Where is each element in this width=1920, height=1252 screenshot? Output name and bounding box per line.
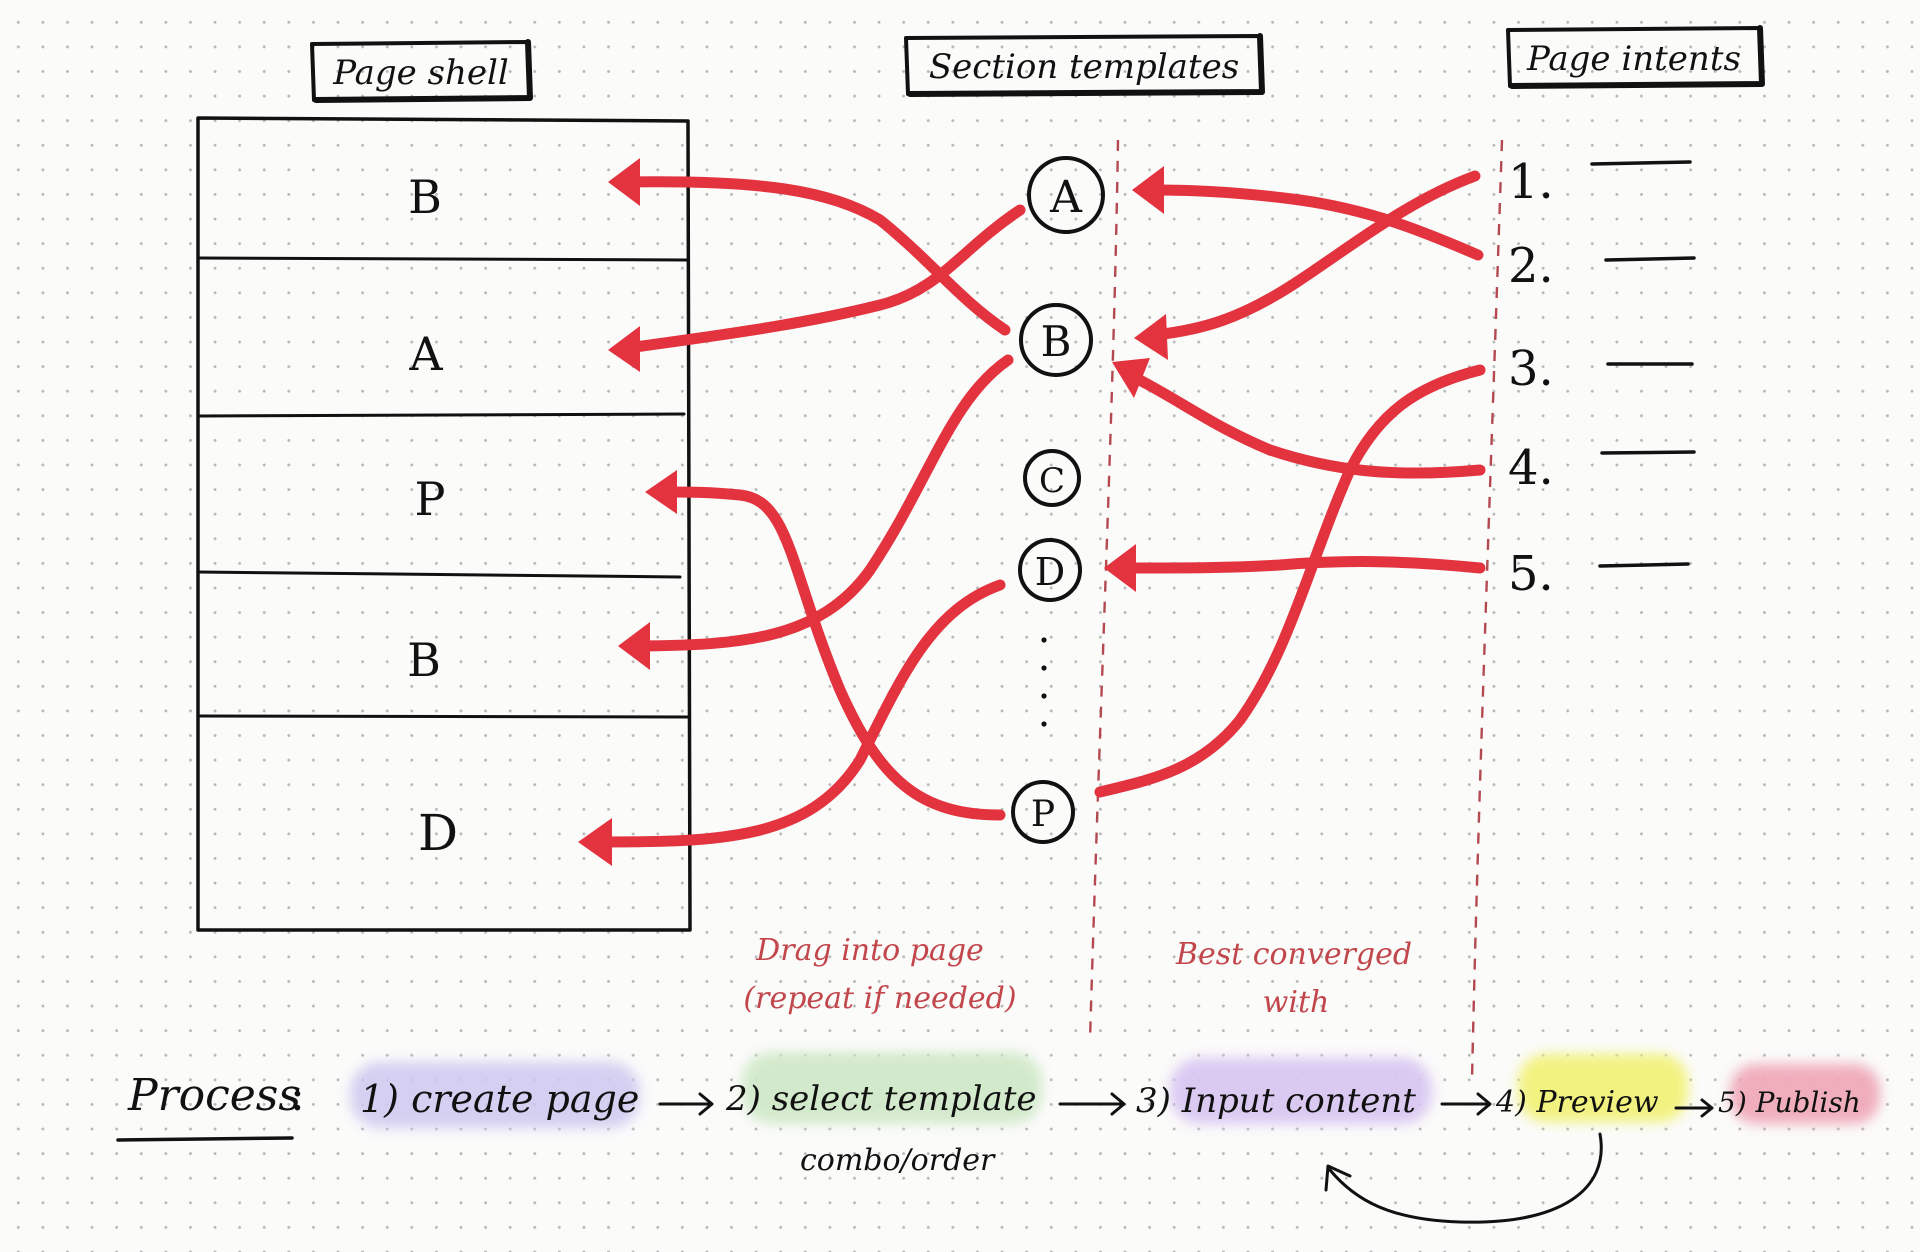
template-circle bbox=[1023, 449, 1081, 507]
template-circle bbox=[1019, 303, 1093, 377]
arrowhead bbox=[578, 818, 612, 866]
intent-blank-line bbox=[1604, 256, 1696, 262]
heading-section-templates-text: Section templates bbox=[929, 47, 1239, 87]
ellipsis-dots bbox=[1041, 637, 1047, 727]
process-step-1: 1) create page bbox=[360, 1077, 639, 1121]
heading-page-shell: Page shell bbox=[310, 39, 533, 103]
intent-number: 4. bbox=[1508, 440, 1554, 496]
arrow-intent-1-to-template-a bbox=[1149, 170, 1481, 341]
process-underline bbox=[116, 1136, 294, 1142]
arrow-intent-4-to-template-b bbox=[1124, 369, 1486, 479]
dashed-divider-right bbox=[1470, 139, 1504, 1081]
arrowhead bbox=[1134, 314, 1168, 360]
template-label: P bbox=[1031, 794, 1055, 835]
arrow-template-a-to-shell-a bbox=[622, 204, 1026, 354]
arrow-right-icon bbox=[1674, 1098, 1714, 1118]
intent-blank-line bbox=[1600, 450, 1696, 455]
arrow-template-d-to-shell-d bbox=[594, 579, 1006, 848]
intent-number: 3. bbox=[1508, 341, 1554, 397]
process-step-2: 2) select template bbox=[725, 1079, 1037, 1119]
template-circle bbox=[1011, 780, 1075, 844]
section-templates: A B C D P bbox=[1011, 156, 1105, 844]
page-shell: B A P B D bbox=[196, 116, 692, 932]
annotation-best: Best converged with bbox=[1175, 937, 1412, 1020]
template-label: D bbox=[1035, 550, 1065, 594]
process-label: Process bbox=[127, 1070, 301, 1121]
heading-page-intents-text: Page intents bbox=[1526, 39, 1741, 79]
arrowhead bbox=[1132, 166, 1164, 214]
arrow-right-icon bbox=[658, 1092, 714, 1116]
intent-number: 5. bbox=[1508, 546, 1554, 602]
intent-blank-line bbox=[1598, 562, 1690, 568]
highlight-step-3 bbox=[1170, 1058, 1432, 1124]
template-label: A bbox=[1049, 172, 1083, 223]
process-step-2-line2: combo/order bbox=[800, 1143, 996, 1178]
arrowhead bbox=[608, 158, 640, 206]
highlight-step-4 bbox=[1518, 1054, 1688, 1122]
loop-back-arrow bbox=[1328, 1132, 1603, 1224]
intent-number: 1. bbox=[1508, 154, 1554, 210]
connector-arrows bbox=[578, 158, 1486, 866]
template-circle bbox=[1018, 538, 1082, 602]
intent-blank-line bbox=[1590, 160, 1692, 166]
template-circle bbox=[1027, 156, 1105, 234]
annotation-drag: Drag into page (repeat if needed) bbox=[743, 933, 1016, 1016]
arrowhead bbox=[1104, 544, 1136, 592]
heading-section-templates: Section templates bbox=[904, 33, 1265, 97]
arrow-template-b-to-shell-b-lower bbox=[634, 354, 1014, 652]
intent-number: 2. bbox=[1508, 238, 1554, 294]
process-step-3: 3) Input content bbox=[1136, 1081, 1416, 1121]
arrow-intent-3-to-template-p bbox=[1094, 364, 1486, 798]
heading-page-intents: Page intents bbox=[1506, 25, 1765, 89]
arrow-intent-2-to-template-b bbox=[1149, 184, 1484, 261]
shell-section-label: B bbox=[407, 633, 441, 687]
template-label: B bbox=[1041, 317, 1072, 366]
annotation-best-line2: with bbox=[1263, 985, 1330, 1020]
shell-section-label: A bbox=[408, 327, 443, 381]
process-colon: : bbox=[290, 1070, 305, 1121]
highlight-step-5 bbox=[1730, 1064, 1880, 1124]
template-label: C bbox=[1039, 461, 1065, 501]
arrow-intent-5-to-template-d bbox=[1119, 556, 1486, 574]
heading-page-shell-text: Page shell bbox=[332, 53, 509, 93]
arrow-template-b-to-shell-b-top bbox=[622, 176, 1011, 336]
process-step-5: 5) Publish bbox=[1718, 1086, 1861, 1119]
dashed-divider-left bbox=[1088, 139, 1120, 1041]
loop-back-arrowhead bbox=[1324, 1164, 1352, 1192]
highlight-step-2 bbox=[742, 1052, 1042, 1124]
process-step-4: 4) Preview bbox=[1495, 1085, 1659, 1120]
shell-section-label: B bbox=[408, 170, 442, 224]
page-intents: 1. 2. 3. 4. 5. bbox=[1508, 154, 1696, 602]
arrowhead bbox=[645, 470, 677, 514]
arrow-template-p-to-shell-p bbox=[659, 486, 1006, 821]
arrowhead bbox=[618, 622, 650, 670]
process-flow: Process : 1) create page 2) select templ… bbox=[116, 1052, 1880, 1224]
shell-section-label: P bbox=[415, 472, 446, 526]
shell-section-label: D bbox=[418, 804, 458, 862]
arrow-right-icon bbox=[1440, 1092, 1492, 1116]
arrowhead bbox=[1112, 358, 1150, 398]
arrow-right-icon bbox=[1058, 1092, 1126, 1116]
highlight-step-1 bbox=[350, 1062, 640, 1128]
annotation-drag-line1: Drag into page bbox=[755, 933, 984, 968]
annotation-drag-line2: (repeat if needed) bbox=[743, 981, 1016, 1016]
arrowhead bbox=[608, 326, 640, 372]
annotation-best-line1: Best converged bbox=[1175, 937, 1412, 972]
